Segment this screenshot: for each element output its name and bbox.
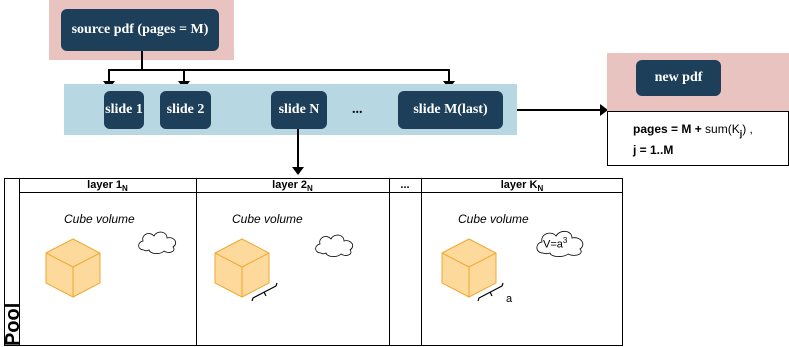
lane-2-caption: Cube volume <box>232 212 303 226</box>
formula-function: sum(K <box>705 122 740 136</box>
pool-label: Pool <box>2 302 24 346</box>
lane-header-divider <box>19 192 623 193</box>
lane-3-subscript: N <box>537 184 544 194</box>
pool-label-divider <box>19 178 20 346</box>
connector-to-slide-1 <box>108 69 110 82</box>
lane-divider-1 <box>196 178 197 346</box>
slide-n-label: slide N <box>278 102 320 117</box>
slide-1-node: slide 1 <box>104 91 144 129</box>
formula-line-2: j = 1..M <box>633 143 674 158</box>
formula-prefix: pages = M + <box>633 122 706 136</box>
slides-ellipsis: ... <box>352 102 363 117</box>
slide-n-node: slide N <box>271 91 327 129</box>
connector-to-slide-m <box>448 69 450 82</box>
connector-band-to-new-pdf <box>517 109 608 111</box>
lane-1-subscript: N <box>122 184 128 194</box>
lane-2-subscript: N <box>307 184 313 194</box>
lane-1-caption: Cube volume <box>64 212 135 226</box>
cloud-formula-exponent: 3 <box>562 236 568 245</box>
slide-1-label: slide 1 <box>105 102 143 117</box>
formula-subscript: j <box>739 128 743 139</box>
formula-line-1: pages = M + sum(Kj) , <box>633 121 788 142</box>
slide-2-label: slide 2 <box>166 102 205 117</box>
lane-divider-2 <box>389 178 390 346</box>
new-pdf-formula-box: pages = M + sum(Kj) , j = 1..M <box>607 111 789 166</box>
connector-slide-n-to-pool <box>297 129 299 168</box>
cloud-formula: V=a3 <box>543 236 567 251</box>
edge-bracket-icon-3 <box>477 282 504 302</box>
cloud-icon-3 <box>536 230 584 257</box>
cube-icon-2 <box>214 238 270 298</box>
slide-m-node: slide M(last) <box>398 91 503 129</box>
arrowhead-pool <box>292 167 304 175</box>
edge-label: a <box>506 293 513 305</box>
formula-suffix: ) , <box>742 122 753 136</box>
slide-2-node: slide 2 <box>160 91 211 129</box>
connector-source-down <box>141 51 143 70</box>
cloud-icon-2 <box>315 234 353 257</box>
cube-icon-1 <box>45 238 101 298</box>
arrowhead-new-pdf <box>600 104 608 116</box>
new-pdf-node: new pdf <box>636 60 721 96</box>
lane-3-title: layer K <box>500 179 538 191</box>
connector-to-slide-2 <box>183 69 185 82</box>
pool-container <box>4 178 623 346</box>
source-pdf-label: source pdf (pages = M) <box>71 22 209 37</box>
lane-3-header: layer KN <box>421 178 623 196</box>
new-pdf-label: new pdf <box>654 70 703 85</box>
lane-2-header: layer 2N <box>196 178 389 196</box>
lane-1-title: layer 1 <box>87 179 123 191</box>
cloud-formula-base: V=a <box>543 238 563 251</box>
connector-horizontal <box>108 69 450 71</box>
lane-1-header: layer 1N <box>19 178 196 196</box>
cloud-icon-1 <box>138 231 176 254</box>
source-pdf-node: source pdf (pages = M) <box>61 9 219 51</box>
edge-bracket-icon-2 <box>251 282 278 302</box>
lanes-ellipsis: ... <box>400 179 410 191</box>
lane-3-caption: Cube volume <box>458 212 529 226</box>
new-pdf-formula: pages = M + sum(Kj) , j = 1..M <box>608 112 788 159</box>
lane-2-title: layer 2 <box>272 179 308 191</box>
lane-divider-3 <box>421 178 422 346</box>
cube-icon-3 <box>441 238 497 298</box>
slide-m-label: slide M(last) <box>413 102 488 117</box>
